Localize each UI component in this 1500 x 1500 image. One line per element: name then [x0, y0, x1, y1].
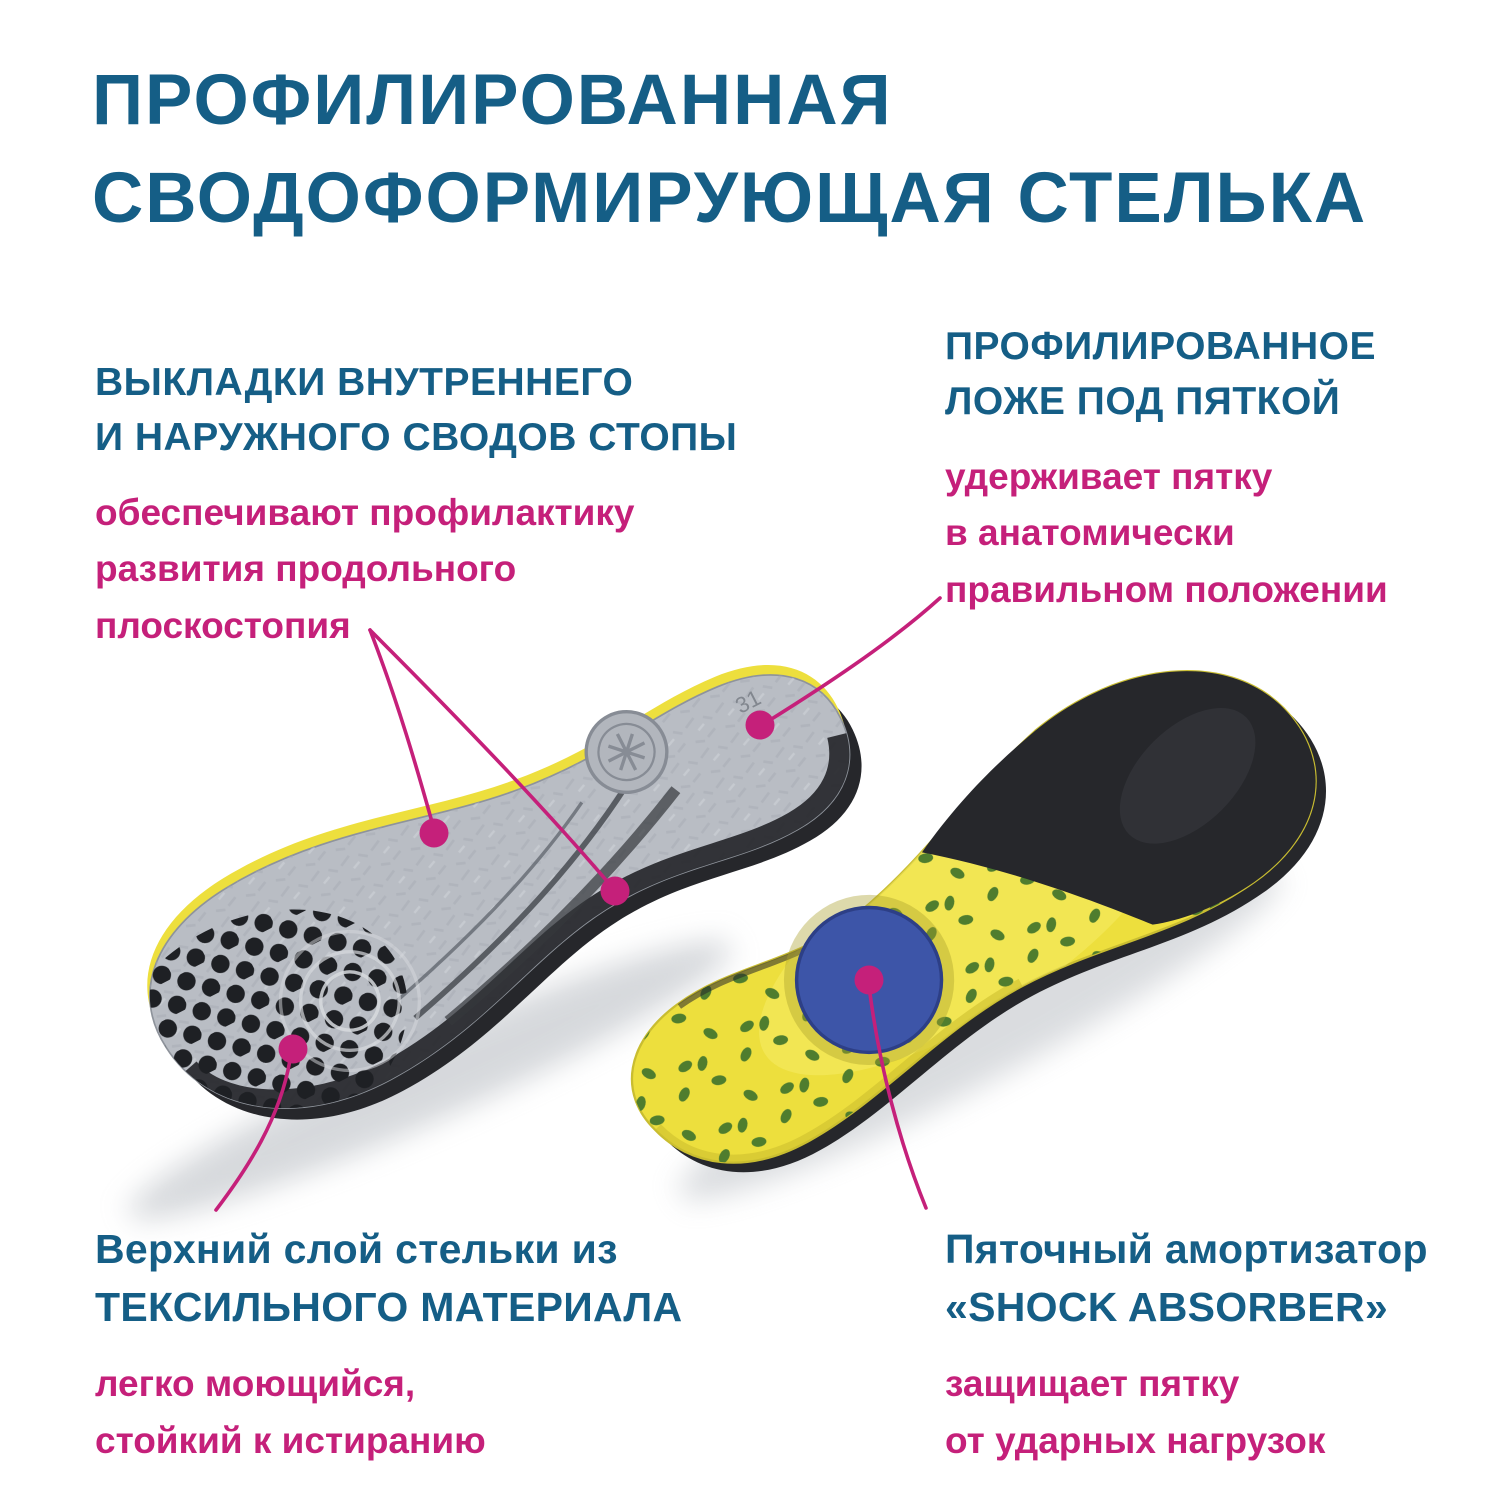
callout-shock-absorber: Пяточный амортизатор «SHOCK ABSORBER» за…: [945, 1220, 1428, 1469]
page-title-line-1: ПРОФИЛИРОВАННАЯ: [92, 61, 893, 140]
callout-line-arch-inner: [368, 628, 434, 824]
arch-line: [413, 786, 628, 1021]
callout-shock-heading: Пяточный амортизатор «SHOCK ABSORBER»: [945, 1220, 1428, 1336]
callout-arch-body: обеспечивают профилактику развития продо…: [95, 485, 737, 654]
toe-cap-highlight: [1119, 708, 1256, 844]
body-line: в анатомически: [945, 512, 1235, 554]
toe-ring: [278, 929, 422, 1073]
right-insole-bottom-view: [582, 607, 1357, 1231]
heading-line: ТЕКСИЛЬНОГО МАТЕРИАЛА: [95, 1284, 683, 1331]
body-line: правильном положении: [945, 568, 1388, 610]
heading-line: ВЫКЛАДКИ ВНУТРЕННЕГО: [95, 361, 634, 404]
callout-shock-body: защищает пятку от ударных нагрузок: [945, 1356, 1428, 1468]
callout-textile-body: легко моющийся, стойкий к истиранию: [95, 1356, 682, 1468]
brand-stamp: [584, 709, 669, 794]
callout-dot-arch-outer: [600, 876, 630, 906]
heading-line: Пяточный амортизатор: [945, 1226, 1428, 1272]
callout-dot-textile: [278, 1034, 308, 1064]
heading-line: Верхний слой стельки из: [95, 1226, 618, 1272]
body-line: защищает пятку: [945, 1363, 1240, 1405]
callout-dot-shock: [854, 965, 884, 995]
body-line: стойкий к истиранию: [95, 1419, 486, 1461]
callout-line-heel-bed: [768, 596, 942, 722]
callout-textile-layer: Верхний слой стельки из ТЕКСИЛЬНОГО МАТЕ…: [95, 1220, 682, 1469]
callout-dot-arch-inner: [419, 818, 449, 848]
body-line: обеспечивают профилактику: [95, 492, 635, 534]
callout-dot-heel-bed: [745, 710, 775, 740]
callout-heel-heading: ПРОФИЛИРОВАННОЕ ЛОЖЕ ПОД ПЯТКОЙ: [945, 320, 1388, 429]
arch-line: [444, 786, 681, 1026]
toe-ring: [319, 970, 381, 1032]
body-line: удерживает пятку: [945, 456, 1273, 498]
body-line: от ударных нагрузок: [945, 1419, 1326, 1461]
body-line: развития продольного: [95, 548, 517, 590]
callout-connectors: [214, 596, 942, 1212]
callout-heel-bed: ПРОФИЛИРОВАННОЕ ЛОЖЕ ПОД ПЯТКОЙ удержива…: [945, 320, 1388, 618]
toe-ring: [298, 950, 401, 1053]
body-line: легко моющийся,: [95, 1363, 416, 1405]
left-insole-shadow: [128, 940, 732, 1220]
callout-arch-supports: ВЫКЛАДКИ ВНУТРЕННЕГО И НАРУЖНОГО СВОДОВ …: [95, 356, 737, 654]
right-insole-surface-details: [582, 607, 1357, 1231]
callout-arch-heading: ВЫКЛАДКИ ВНУТРЕННЕГО И НАРУЖНОГО СВОДОВ …: [95, 356, 737, 465]
heading-line: ПРОФИЛИРОВАННОЕ: [945, 325, 1376, 368]
body-line: плоскостопия: [95, 604, 351, 646]
callout-line-shock: [867, 984, 928, 1210]
callout-textile-heading: Верхний слой стельки из ТЕКСИЛЬНОГО МАТЕ…: [95, 1220, 682, 1336]
callout-line-arch-outer: [368, 628, 608, 882]
callout-heel-body: удерживает пятку в анатомически правильн…: [945, 449, 1388, 618]
page-title: ПРОФИЛИРОВАННАЯ СВОДОФОРМИРУЮЩАЯ СТЕЛЬКА: [92, 52, 1367, 248]
callout-line-textile: [214, 1058, 292, 1212]
heading-line: «SHOCK ABSORBER»: [945, 1284, 1388, 1331]
heading-line: ЛОЖЕ ПОД ПЯТКОЙ: [945, 379, 1341, 423]
page-title-line-2: СВОДОФОРМИРУЮЩАЯ СТЕЛЬКА: [92, 158, 1368, 238]
grip-dot-pattern: [582, 607, 1357, 1231]
heading-line: И НАРУЖНОГО СВОДОВ СТОПЫ: [95, 415, 738, 459]
